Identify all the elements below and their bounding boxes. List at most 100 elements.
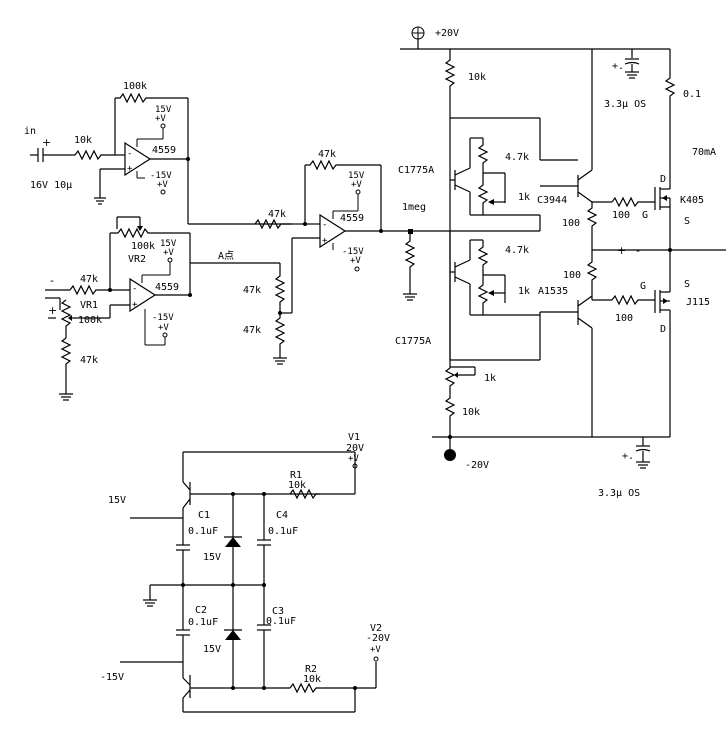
r-top-label: 10k xyxy=(468,72,486,83)
vminus-label: -20V xyxy=(465,460,489,471)
in15-label: 15V xyxy=(108,495,126,506)
inm15-label: -15V xyxy=(100,672,124,683)
c3-value: 0.1uF xyxy=(266,616,296,627)
vr1-resistor-label: 47k xyxy=(80,355,98,366)
j115-label: J115 xyxy=(686,297,710,308)
svg-text:-: - xyxy=(132,284,137,294)
cap-bot-plus: +. xyxy=(622,451,634,462)
vplus-label: +20V xyxy=(435,28,459,39)
r2-label: R2 xyxy=(305,664,317,675)
out-minus-label: - xyxy=(636,244,640,257)
c4-label: C4 xyxy=(276,510,288,521)
v2-voltage: -20V xyxy=(366,633,390,644)
svg-text:+: + xyxy=(127,164,133,174)
q-a1535-label: A1535 xyxy=(538,286,568,297)
svg-text:+V: +V xyxy=(351,180,362,190)
u2-vminus: -15V xyxy=(152,313,174,323)
input-resistor-label: 10k xyxy=(74,135,92,146)
i70-label: 70mA xyxy=(692,147,716,158)
svg-text:+V: +V xyxy=(157,180,168,190)
a-point-label: A点 xyxy=(218,250,234,262)
c1-value: 0.1uF xyxy=(188,526,218,537)
u2-vplus: 15V xyxy=(160,239,177,249)
u1-vplus: 15V xyxy=(155,105,172,115)
s-bot-label: S xyxy=(684,279,690,290)
r47-bot-label: 4.7k xyxy=(505,245,529,256)
u2-part: 4559 xyxy=(155,282,179,293)
svg-text:+V: +V xyxy=(370,645,381,655)
r01-label: 0.1 xyxy=(683,89,701,100)
u3-input-resistor-label: 47k xyxy=(268,209,286,220)
svg-text:+V: +V xyxy=(155,114,166,124)
k405-label: K405 xyxy=(680,195,704,206)
q-c1775a-top-label: C1775A xyxy=(398,165,434,176)
r100g-bot-label: 100 xyxy=(615,313,633,324)
c2-label: C2 xyxy=(195,605,207,616)
output-stage: 1meg +20V 10k C1775A 4.7k 1k xyxy=(395,26,726,499)
input-cap-plus: + xyxy=(42,136,51,149)
svg-text:+V: +V xyxy=(163,248,174,258)
c1-label: C1 xyxy=(198,510,210,521)
r100-top-label: 100 xyxy=(562,218,580,229)
c4-value: 0.1uF xyxy=(268,526,298,537)
svg-text:+V: +V xyxy=(158,323,169,333)
offset-stage: 100k VR2 - + 4559 15V +V -15V +V 47k - xyxy=(45,216,292,401)
plus-label: + xyxy=(48,304,57,317)
r1-value: 10k xyxy=(288,480,306,491)
meg-label: 1meg xyxy=(402,202,426,213)
input-cap-label: 16V 10μ xyxy=(30,180,72,191)
svg-text:+: + xyxy=(132,300,138,310)
out-plus-label: + xyxy=(617,244,626,257)
q-c3944-label: C3944 xyxy=(537,195,567,206)
a-resistor1-label: 47k xyxy=(243,285,261,296)
r1k-top-label: 1k xyxy=(518,192,530,203)
svg-text:-: - xyxy=(127,149,132,159)
r100-bot-label: 100 xyxy=(563,270,581,281)
r10k-bot-label: 10k xyxy=(462,407,480,418)
v1-label: V1 xyxy=(348,432,360,443)
input-label: in xyxy=(24,126,36,137)
cap-bot-label: 3.3μ OS xyxy=(598,488,640,499)
feedback1-label: 100k xyxy=(123,81,147,92)
d-top-label: D xyxy=(660,174,666,185)
svg-text:+V: +V xyxy=(350,256,361,266)
vr1-label: VR1 xyxy=(80,300,98,311)
summing-stage: 47k 47k - + 4559 15V +V -15V +V xyxy=(254,149,410,313)
cap-top-label: 3.3μ OS xyxy=(604,99,646,110)
vr2-value: 100k xyxy=(131,241,155,252)
power-supply: V1 20V +V 15V R1 10k C1 0.1uF 15V xyxy=(100,432,390,713)
d-bot-label: D xyxy=(660,324,666,335)
g-bot-label: G xyxy=(640,281,646,292)
input-stage: + in 16V 10μ 10k 100k - + 4559 15V +V -1… xyxy=(24,81,292,225)
r2-value: 10k xyxy=(303,674,321,685)
r47-top-label: 4.7k xyxy=(505,152,529,163)
u1-vminus: -15V xyxy=(150,171,172,181)
g-top-label: G xyxy=(642,210,648,221)
u3-vplus: 15V xyxy=(348,171,365,181)
vr1-value: 100k xyxy=(78,315,102,326)
s-top-label: S xyxy=(684,216,690,227)
u3-vminus: -15V xyxy=(342,247,364,257)
minus-label: - xyxy=(50,274,54,287)
svg-text:-: - xyxy=(322,220,327,230)
v1-voltage: 20V xyxy=(346,443,364,454)
r1-label: R1 xyxy=(290,470,302,481)
zener2-label: 15V xyxy=(203,644,221,655)
u3-part: 4559 xyxy=(340,213,364,224)
r1k-pot-label: 1k xyxy=(484,373,496,384)
q-c1775a-bot-label: C1775A xyxy=(395,336,431,347)
r100g-top-label: 100 xyxy=(612,210,630,221)
feedback3-label: 47k xyxy=(318,149,336,160)
vr2-label: VR2 xyxy=(128,254,146,265)
c2-value: 0.1uF xyxy=(188,617,218,628)
u1-part: 4559 xyxy=(152,145,176,156)
c3-label: C3 xyxy=(272,606,284,617)
r1k-bot-label: 1k xyxy=(518,286,530,297)
zener1-label: 15V xyxy=(203,552,221,563)
a-resistor2-label: 47k xyxy=(243,325,261,336)
v2-label: V2 xyxy=(370,623,382,634)
cap-top-plus: +. xyxy=(612,61,624,72)
svg-text:+V: +V xyxy=(348,454,359,464)
